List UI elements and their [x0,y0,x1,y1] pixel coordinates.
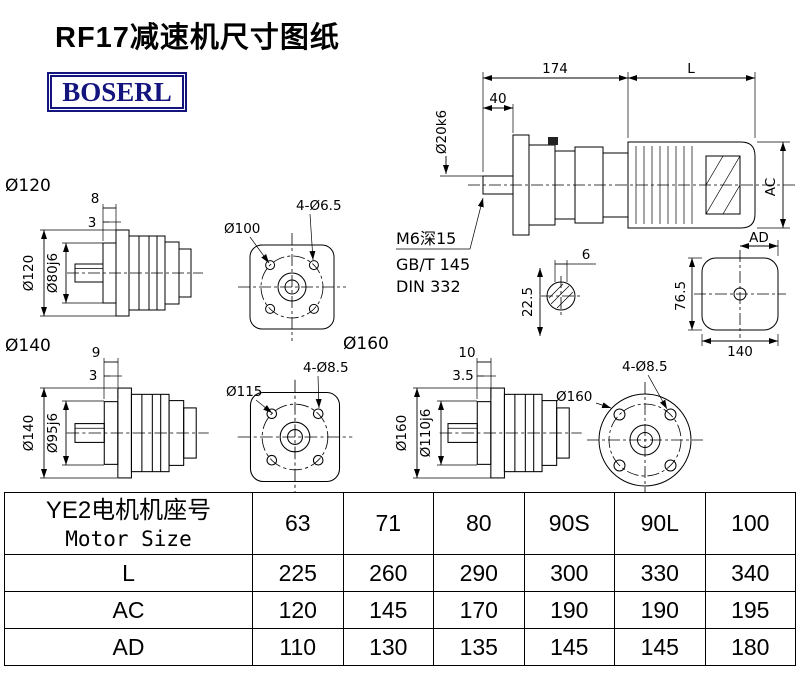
value-cell: 110 [252,628,344,666]
dim-ad-label: AD [749,230,769,246]
dim-bolt-circle-120: Ø100 [224,221,260,237]
row-label: L [4,554,253,592]
motor-size-col: 63 [252,492,344,555]
dim-spigot-140: Ø95j6 [45,413,61,453]
dim-holes-160: 4-Ø8.5 [622,359,668,375]
dim-outer-120: Ø120 [21,255,37,291]
dim-rear-height-label: 76.5 [673,281,689,311]
header-line-cn: YE2电机机座号 [45,496,212,524]
value-cell: 225 [252,554,344,592]
dim-outer-dia-160: Ø160 [556,389,592,405]
table-row-AC: AC 120 145 170 190 190 195 [4,591,796,629]
motor-rear-view [688,250,786,346]
motor-size-col: 90S [523,492,615,555]
value-cell: 290 [433,554,525,592]
dim-spigot-160: Ø110j6 [418,409,434,458]
dim-step1-120: 8 [91,191,100,207]
assembly-dimensions [396,72,790,256]
row-label: AD [4,628,253,666]
section-label-160: Ø160 [343,334,389,354]
dim-total-length-label: 174 [542,61,568,77]
view-120 [40,204,347,342]
dim-key-depth-label: 22.5 [520,287,536,317]
dim-outer-140: Ø140 [21,415,37,451]
dim-key-width-label: 6 [582,247,591,263]
value-cell: 130 [342,628,434,666]
note-gbt-standard: GB/T 145 [396,255,470,274]
value-cell: 145 [342,591,434,629]
shaft-key-detail [537,260,596,336]
value-cell: 330 [614,554,706,592]
motor-size-table: YE2电机机座号 Motor Size 63 71 80 90S 90L 100… [4,492,796,666]
table-header-row: YE2电机机座号 Motor Size 63 71 80 90S 90L 100 [4,492,796,555]
value-cell: 300 [523,554,615,592]
flange-front-view-120 [237,232,347,342]
dim-step2-160: 3.5 [452,368,473,384]
dim-ac-label: AC [763,178,779,196]
dim-bolt-circle-140: Ø115 [226,384,262,400]
value-cell: 190 [614,591,706,629]
dim-step1-160: 10 [458,345,475,361]
dim-shaft-length-label: 40 [489,91,506,107]
motor-size-header: YE2电机机座号 Motor Size [4,492,253,555]
value-cell: 340 [704,554,796,592]
view-160 [413,358,704,492]
dim-holes-140: 4-Ø8.5 [303,360,349,376]
value-cell: 190 [523,591,615,629]
value-cell: 170 [433,591,525,629]
value-cell: 260 [342,554,434,592]
dimension-drawing: 174 L 40 Ø20k6 AC AD M6深15 GB/T 145 DIN … [5,61,795,492]
value-cell: 135 [433,628,525,666]
motor-size-col: 71 [342,492,434,555]
motor-size-col: 100 [704,492,796,555]
header-line-en: Motor Size [65,526,192,551]
brand-logo: BOSERL [47,72,187,112]
value-cell: 145 [523,628,615,666]
motor-size-col: 90L [614,492,706,555]
table-row-AD: AD 110 130 135 145 145 180 [4,628,796,666]
value-cell: 195 [704,591,796,629]
value-cell: 120 [252,591,344,629]
note-tapped-hole: M6深15 [396,229,456,248]
dim-holes-120: 4-Ø6.5 [296,198,342,214]
value-cell: 180 [704,628,796,666]
view-140 [40,358,353,492]
flange-front-view-160 [586,381,704,492]
note-din-standard: DIN 332 [396,277,461,296]
assembly-side-view [468,134,795,236]
dim-outer-160: Ø160 [394,415,410,451]
reducer-side-view-140 [66,387,210,479]
dim-step2-120: 3 [88,215,97,231]
motor-size-col: 80 [433,492,525,555]
dim-motor-length-label: L [687,61,695,77]
shaft-diameter-label: Ø20k6 [434,110,450,154]
table-row-L: L 225 260 290 300 330 340 [4,554,796,592]
page-title: RF17减速机尺寸图纸 [55,22,340,54]
section-label-140: Ø140 [5,336,51,356]
dim-spigot-120: Ø80j6 [45,253,61,293]
value-cell: 145 [614,628,706,666]
dim-rear-width-label: 140 [727,344,753,360]
section-label-120: Ø120 [5,176,51,196]
row-label: AC [4,591,253,629]
dim-step2-140: 3 [89,368,98,384]
dim-step1-140: 9 [92,345,101,361]
